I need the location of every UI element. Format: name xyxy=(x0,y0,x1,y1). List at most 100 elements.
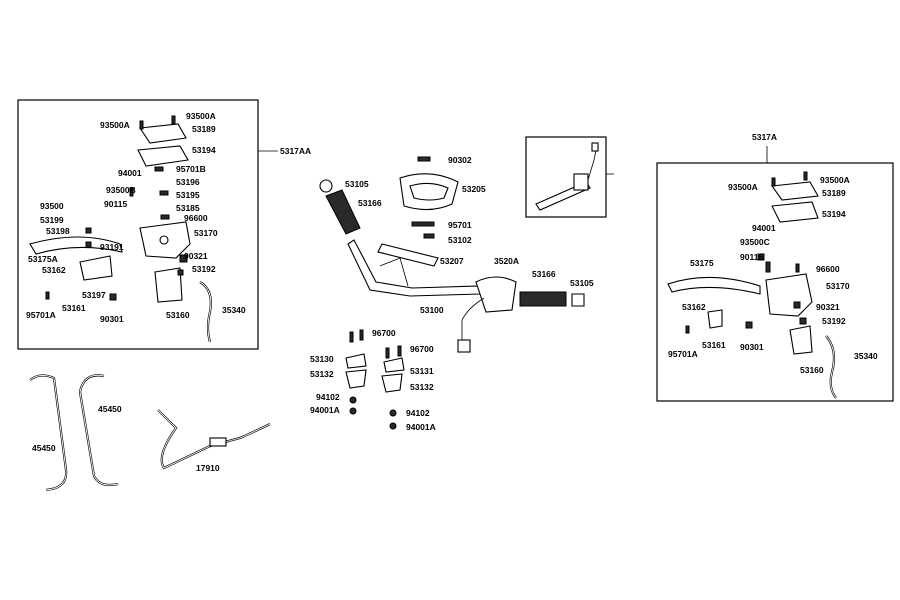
label-53197: 53197 xyxy=(82,290,106,300)
label-53185: 53185 xyxy=(176,203,200,213)
label-90302: 90302 xyxy=(448,155,472,165)
label-53195: 53195 xyxy=(176,190,200,200)
cables-group: 45450 45450 17910 xyxy=(29,374,271,492)
label-5317A: 5317A xyxy=(752,132,777,142)
label-90115: 90115 xyxy=(740,252,763,262)
clamp-left-upper xyxy=(345,353,367,369)
label-53175: 53175 xyxy=(690,258,714,268)
label-53194: 53194 xyxy=(822,209,846,219)
label-17910: 17910 xyxy=(196,463,220,473)
clamp-right-upper xyxy=(383,357,405,373)
label-53102: 53102 xyxy=(448,235,472,245)
handlebar xyxy=(347,239,481,297)
label-96700: 96700 xyxy=(410,344,434,354)
label-53166: 53166 xyxy=(358,198,382,208)
label-53170: 53170 xyxy=(194,228,218,238)
label-90321: 90321 xyxy=(184,251,208,261)
label-53189: 53189 xyxy=(822,188,846,198)
label-53205: 53205 xyxy=(462,184,486,194)
label-53161: 53161 xyxy=(62,303,86,313)
left-brake-assembly-group: 5317AA 93500A 93500A 53189 53194 94001 9… xyxy=(17,99,311,350)
label-53199: 53199 xyxy=(40,215,64,225)
label-90115: 90115 xyxy=(104,199,127,209)
label-53105: 53105 xyxy=(570,278,594,288)
reservoir-cap xyxy=(139,123,187,144)
label-93500B: 93500B xyxy=(106,185,136,195)
bar-end-weight-left xyxy=(319,179,333,193)
clamp-right-lower xyxy=(381,373,403,393)
label-35340: 35340 xyxy=(854,351,878,361)
label-53160: 53160 xyxy=(166,310,190,320)
grip-right xyxy=(519,291,567,307)
label-53207: 53207 xyxy=(440,256,464,266)
label-94001: 94001 xyxy=(752,223,776,233)
label-5317AA: 5317AA xyxy=(280,146,311,156)
label-53189: 53189 xyxy=(192,124,216,134)
label-93191: 93191 xyxy=(100,242,124,252)
label-90301: 90301 xyxy=(100,314,124,324)
label-35340: 35340 xyxy=(222,305,246,315)
label-53166: 53166 xyxy=(532,269,556,279)
label-53196: 53196 xyxy=(176,177,200,187)
reservoir-diaphragm-right xyxy=(771,201,819,223)
label-94001A: 94001A xyxy=(310,405,340,415)
label-53105: 53105 xyxy=(345,179,369,189)
label-95701: 95701 xyxy=(448,220,472,230)
label-96600: 96600 xyxy=(184,213,208,223)
brake-switch-bracket-right xyxy=(789,325,813,355)
reservoir-diaphragm xyxy=(137,145,189,167)
label-53192: 53192 xyxy=(192,264,216,274)
label-96600: 96600 xyxy=(816,264,840,274)
label-90301: 90301 xyxy=(740,342,764,352)
label-53162: 53162 xyxy=(682,302,706,312)
right-assembly-box xyxy=(656,162,894,402)
label-53100: 53100 xyxy=(420,305,444,315)
label-3520A: 3520A xyxy=(494,256,519,266)
label-93500: 93500 xyxy=(40,201,64,211)
label-53192: 53192 xyxy=(822,316,846,326)
handlebar-group: 90302 53105 53205 53166 95701 53102 5320… xyxy=(310,155,594,432)
clamp-left-lower xyxy=(345,369,367,389)
master-cylinder-body-right xyxy=(765,273,813,317)
label-45450: 45450 xyxy=(32,443,56,453)
right-brake-assembly-group: 5317A 93500A 93500A 53189 53194 94001 93… xyxy=(656,132,894,402)
brake-lever-right xyxy=(667,276,761,295)
label-94102: 94102 xyxy=(316,392,340,402)
label-53130: 53130 xyxy=(310,354,334,364)
label-94001A: 94001A xyxy=(406,422,436,432)
label-53132: 53132 xyxy=(310,369,334,379)
brake-switch-bracket xyxy=(154,267,183,303)
brake-lever-left xyxy=(29,236,123,255)
brake-hose-45450-b xyxy=(78,374,119,487)
left-assembly-box xyxy=(17,99,259,350)
label-95701A: 95701A xyxy=(26,310,56,320)
part-35130-box xyxy=(525,136,607,218)
label-94102: 94102 xyxy=(406,408,430,418)
label-53132: 53132 xyxy=(410,382,434,392)
label-96700: 96700 xyxy=(372,328,396,338)
grip-left xyxy=(325,189,361,235)
label-95701A: 95701A xyxy=(668,349,698,359)
label-93500A: 93500A xyxy=(728,182,758,192)
label-53160: 53160 xyxy=(800,365,824,375)
label-53170: 53170 xyxy=(826,281,850,291)
label-53198: 53198 xyxy=(46,226,70,236)
label-93500A: 93500A xyxy=(820,175,850,185)
cable-35340-left xyxy=(199,281,212,343)
label-94001: 94001 xyxy=(118,168,142,178)
label-53175A: 53175A xyxy=(28,254,58,264)
label-53162: 53162 xyxy=(42,265,66,275)
small-part-group xyxy=(525,136,614,218)
bar-end-weight-right xyxy=(571,293,585,307)
label-93500C: 93500C xyxy=(740,237,770,247)
handlebar-pad xyxy=(377,243,439,267)
label-93500A: 93500A xyxy=(100,120,130,130)
label-93500A: 93500A xyxy=(186,111,216,121)
label-90321: 90321 xyxy=(816,302,840,312)
label-53194: 53194 xyxy=(192,145,216,155)
label-45450: 45450 xyxy=(98,404,122,414)
reservoir-cap-right xyxy=(771,181,819,201)
label-53161: 53161 xyxy=(702,340,726,350)
label-53131: 53131 xyxy=(410,366,434,376)
